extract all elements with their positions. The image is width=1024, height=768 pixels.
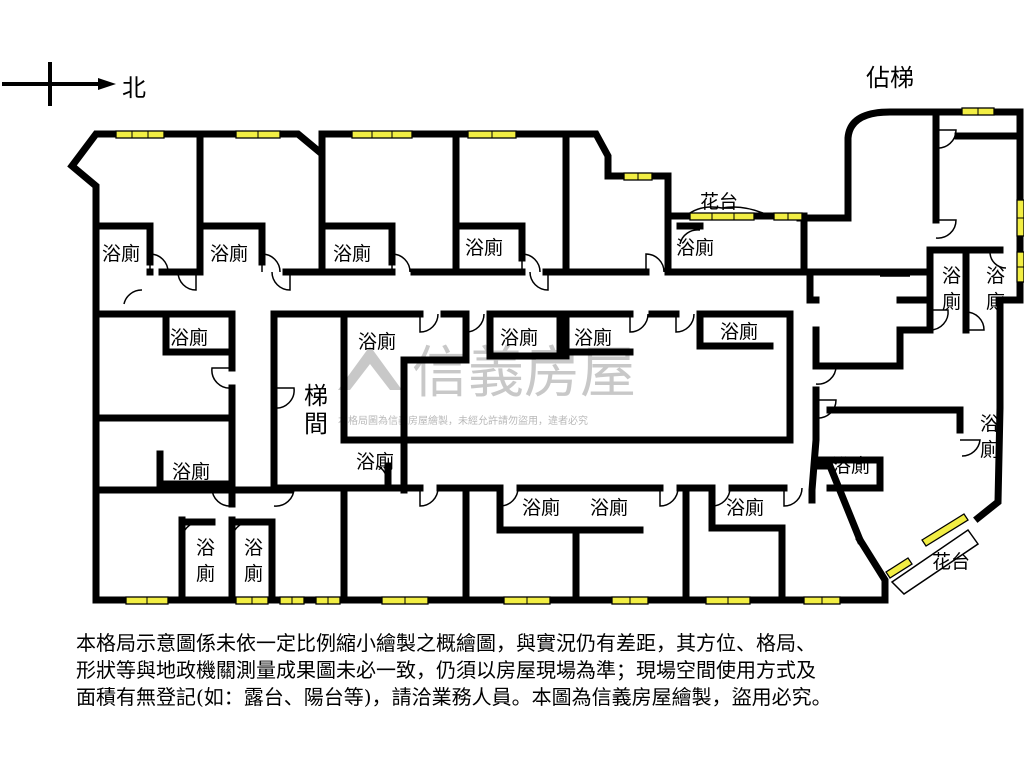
- brand-logo-icon: [338, 346, 402, 390]
- bathroom-label: 浴廁: [172, 460, 210, 483]
- bathroom-label: 浴廁: [333, 242, 371, 265]
- watermark-notice: 本格局圖為信義房屋繪製，未經允許請勿盜用，違者必究: [338, 414, 588, 427]
- bathroom-label: 浴廁: [170, 326, 208, 349]
- interior-walls: [92, 112, 1022, 604]
- bath-label-bottom: 廁: [986, 290, 1005, 313]
- bath-label-bottom: 廁: [980, 438, 999, 461]
- bath-label-bottom: 廁: [244, 562, 263, 585]
- bathroom-label: 浴廁: [720, 320, 758, 343]
- bathroom-label: 浴廁: [676, 236, 714, 259]
- flower-bed-corner-label: 花台: [932, 551, 970, 573]
- bathroom-label: 浴廁: [832, 454, 870, 477]
- bathroom-label: 浴廁: [574, 326, 612, 349]
- disclaimer-text: 本格局示意圖係未依一定比例縮小繪製之概繪圖，與實況仍有差距，其方位、格局、 形狀…: [76, 631, 832, 709]
- elevator-label: 佔梯: [866, 64, 914, 92]
- compass: 北: [2, 62, 146, 106]
- bathroom-label: 浴廁: [500, 326, 538, 349]
- north-arrow-icon: [98, 78, 116, 90]
- flower-bed-label: 花台: [700, 191, 738, 213]
- bathroom-label: 浴廁: [726, 496, 764, 519]
- doors: [123, 129, 1007, 541]
- flower-beds: [685, 206, 980, 595]
- floor-plan: 北 信義房屋 本格局圖為信義房屋繪製，未經允許請勿盜用，違者必究: [2, 62, 1024, 605]
- compass-label: 北: [122, 74, 146, 102]
- bath-label-top: 浴: [986, 265, 1005, 287]
- bathroom-label: 浴廁: [210, 242, 248, 265]
- bath-label-top: 浴: [244, 537, 263, 559]
- bath-label-bottom: 廁: [942, 290, 961, 313]
- windows: [115, 107, 1024, 605]
- stair-label-top: 梯: [304, 382, 328, 410]
- bath-label-bottom: 廁: [196, 562, 215, 585]
- bathroom-label: 浴廁: [102, 242, 140, 265]
- stair-label-bottom: 間: [304, 410, 328, 438]
- bath-label-top: 浴: [942, 265, 961, 287]
- room-labels: 浴廁 浴廁 浴廁 浴廁 浴廁 花台 佔梯 浴廁 浴廁 浴廁 浴廁 浴廁 浴 廁 …: [102, 64, 1005, 585]
- bathroom-label: 浴廁: [356, 450, 394, 473]
- bathroom-label: 浴廁: [465, 236, 503, 259]
- bathroom-label: 浴廁: [358, 330, 396, 353]
- bathroom-label: 浴廁: [590, 496, 628, 519]
- bathroom-label: 浴廁: [522, 496, 560, 519]
- bath-label-top: 浴: [980, 413, 999, 435]
- bath-label-top: 浴: [196, 537, 215, 559]
